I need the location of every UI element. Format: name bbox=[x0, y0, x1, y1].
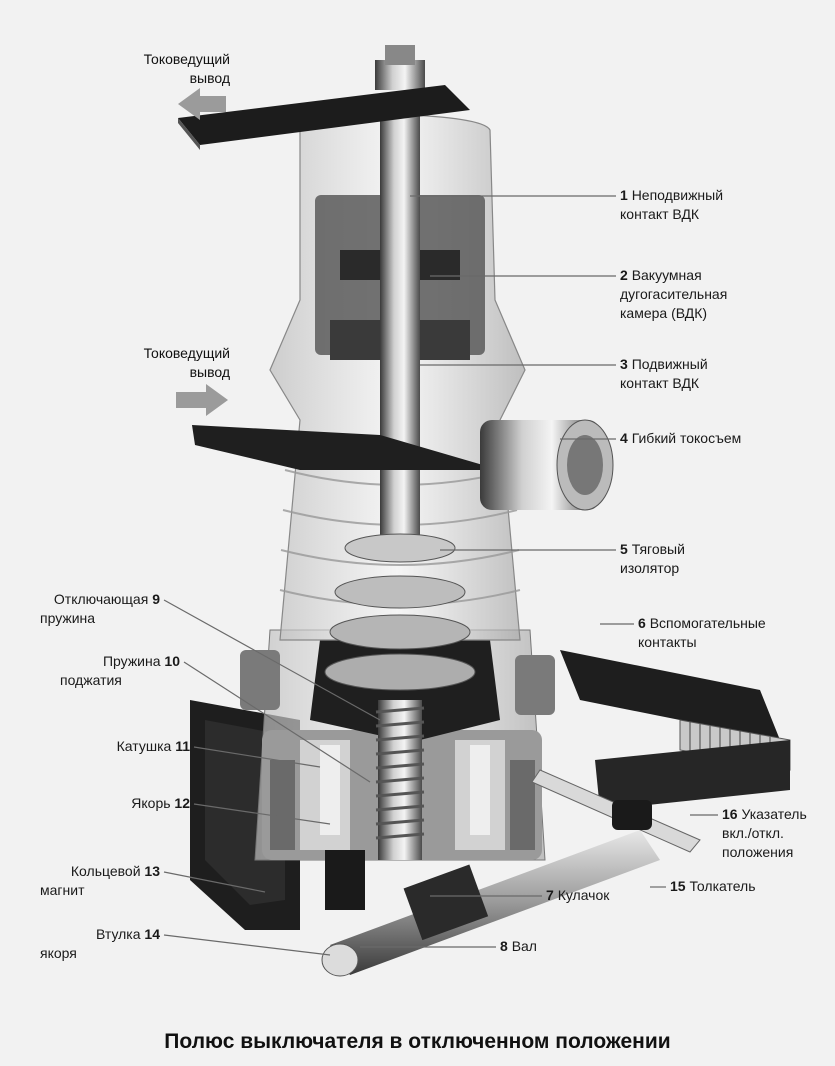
label-10: Пружина 10 поджатия bbox=[60, 652, 180, 690]
label-text: Отключающая bbox=[53, 591, 153, 607]
label-7: 7 Кулачок bbox=[546, 886, 609, 905]
label-text: Неподвижный контакт ВДК bbox=[620, 187, 724, 222]
label-8: 8 Вал bbox=[500, 937, 537, 956]
label-text: Вспомогательные контакты bbox=[638, 615, 766, 650]
label-12: Якорь 12 bbox=[70, 794, 190, 813]
aux-spring-left bbox=[240, 650, 280, 710]
top-terminal-arrow bbox=[178, 88, 226, 120]
label-text-continued: якоря bbox=[40, 945, 77, 961]
leader-14 bbox=[163, 934, 331, 956]
label-number: 8 bbox=[500, 938, 512, 954]
leader-11 bbox=[193, 746, 321, 768]
label-text: Катушка bbox=[116, 738, 176, 754]
label-number: 2 bbox=[620, 267, 632, 283]
label-5: 5 Тяговый изолятор bbox=[620, 540, 685, 578]
label-text: Кольцевой bbox=[70, 863, 145, 879]
aux-contact-board bbox=[560, 650, 780, 740]
aux-spring-right bbox=[515, 655, 555, 715]
label-text: Тяговый изолятор bbox=[620, 541, 685, 576]
label-number: 10 bbox=[164, 653, 180, 669]
label-text: Вал bbox=[511, 938, 537, 954]
label-13: Кольцевой 13 магнит bbox=[40, 862, 160, 900]
label-9: Отключающая 9 пружина bbox=[40, 590, 160, 628]
label-number: 15 bbox=[670, 878, 690, 894]
label-text: Подвижный контакт ВДК bbox=[620, 356, 708, 391]
diagram-title: Полюс выключателя в отключенном положени… bbox=[164, 1030, 671, 1053]
label-number: 3 bbox=[620, 356, 632, 372]
label-text: Пружина bbox=[102, 653, 165, 669]
traction-insulator bbox=[324, 533, 476, 691]
label-text: Толкатель bbox=[689, 878, 756, 894]
label-1: 1 Неподвижный контакт ВДК bbox=[620, 186, 723, 224]
middle-terminal-label: Токоведущий вывод bbox=[143, 345, 230, 380]
label-number: 14 bbox=[144, 926, 160, 942]
label-text: Указатель вкл./откл. положения bbox=[722, 806, 807, 860]
label-text: Якорь bbox=[131, 795, 175, 811]
main-shaft bbox=[321, 830, 660, 977]
leader-10 bbox=[183, 661, 371, 783]
label-number: 5 bbox=[620, 541, 632, 557]
label-3: 3 Подвижный контакт ВДК bbox=[620, 355, 708, 393]
label-14: Втулка 14 якоря bbox=[40, 925, 160, 963]
label-number: 16 bbox=[722, 806, 742, 822]
label-text: Кулачок bbox=[557, 887, 610, 903]
label-number: 1 bbox=[620, 187, 632, 203]
middle-terminal-arrow bbox=[176, 384, 228, 416]
top-terminal-label: Токоведущий вывод bbox=[143, 51, 230, 86]
label-number: 7 bbox=[546, 887, 558, 903]
label-11: Катушка 11 bbox=[70, 737, 190, 756]
label-text: Вакуумная дугогасительная камера (ВДК) bbox=[620, 267, 728, 321]
leader-12 bbox=[193, 803, 331, 825]
label-2: 2 Вакуумная дугогасительная камера (ВДК) bbox=[620, 266, 727, 323]
pusher bbox=[531, 769, 701, 853]
label-number: 12 bbox=[174, 795, 190, 811]
label-16: 16 Указатель вкл./откл. положения bbox=[722, 805, 807, 862]
label-number: 11 bbox=[175, 738, 190, 754]
central-spring bbox=[375, 700, 425, 860]
leader-lines bbox=[163, 195, 718, 956]
leader-13 bbox=[163, 871, 266, 893]
label-text: Гибкий токосъем bbox=[631, 430, 742, 446]
label-4: 4 Гибкий токосъем bbox=[620, 429, 741, 448]
label-15: 15 Толкатель bbox=[670, 877, 756, 896]
contact-shaft bbox=[380, 100, 420, 560]
label-text-continued: поджатия bbox=[60, 672, 122, 688]
label-number: 6 bbox=[638, 615, 650, 631]
middle-terminal-plate bbox=[192, 425, 500, 470]
label-number: 9 bbox=[152, 591, 160, 607]
label-text-continued: магнит bbox=[40, 882, 85, 898]
label-6: 6 Вспомогательные контакты bbox=[638, 614, 766, 652]
label-number: 13 bbox=[144, 863, 160, 879]
label-text: Втулка bbox=[96, 926, 145, 942]
label-text-continued: пружина bbox=[40, 610, 96, 626]
top-terminal-plate bbox=[178, 85, 470, 145]
flexible-connector bbox=[480, 419, 614, 511]
leader-9 bbox=[163, 599, 381, 721]
label-number: 4 bbox=[620, 430, 632, 446]
